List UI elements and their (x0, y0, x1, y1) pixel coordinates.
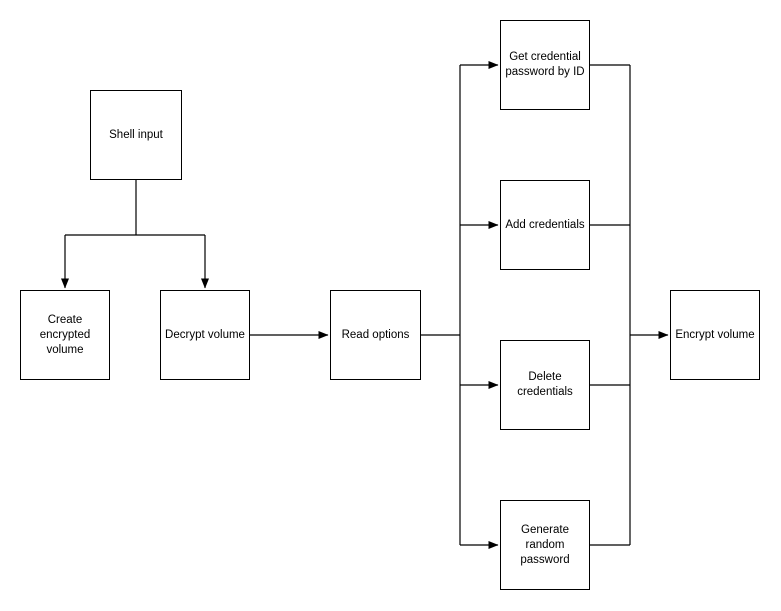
node-read-options[interactable]: Read options (330, 290, 421, 380)
node-generate-random-password[interactable]: Generate random password (500, 500, 590, 590)
node-add-credentials[interactable]: Add credentials (500, 180, 590, 270)
edge-read-options-to-bus (421, 65, 461, 545)
edge-merge-bus (590, 64, 631, 546)
edge-shell-input-split (65, 180, 205, 236)
node-create-encrypted-volume[interactable]: Create encrypted volume (20, 290, 110, 380)
node-get-credential-password-by-id[interactable]: Get credential password by ID (500, 20, 590, 110)
node-delete-credentials[interactable]: Delete credentials (500, 340, 590, 430)
node-decrypt-volume[interactable]: Decrypt volume (160, 290, 250, 380)
node-shell-input[interactable]: Shell input (90, 90, 182, 180)
node-encrypt-volume[interactable]: Encrypt volume (670, 290, 760, 380)
